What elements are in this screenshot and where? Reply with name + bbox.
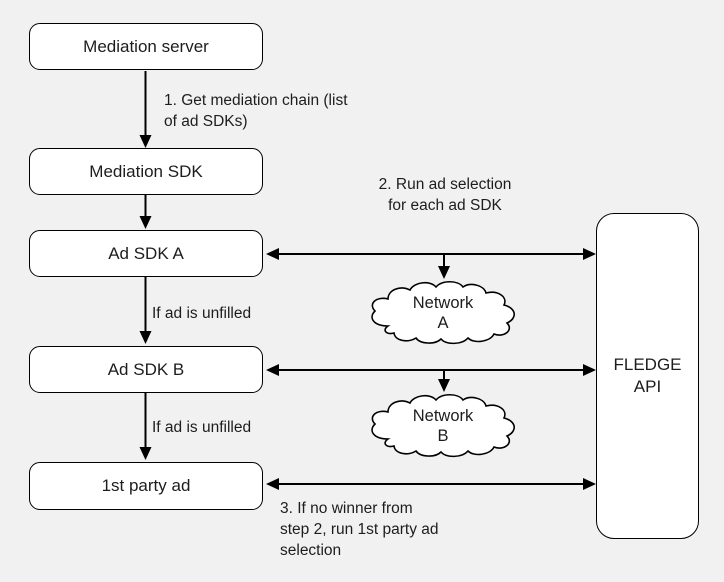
mediation-server-node: Mediation server bbox=[29, 23, 263, 70]
ad-sdk-b-node: Ad SDK B bbox=[29, 346, 263, 393]
arrow-ad-sdk-b-to-first-party-ad bbox=[139, 393, 152, 460]
ad-sdk-a-label: Ad SDK A bbox=[108, 243, 184, 263]
arrow-ad-sdk-b-fledge bbox=[266, 364, 596, 376]
arrow-to-network-b bbox=[438, 371, 450, 392]
arrow-first-party-ad-fledge bbox=[266, 478, 596, 490]
network-a-label: Network A bbox=[412, 294, 474, 332]
unfilled-label-a: If ad is unfilled bbox=[152, 305, 252, 322]
network-b-cloud bbox=[371, 393, 515, 458]
arrow-ad-sdk-a-fledge bbox=[266, 248, 596, 260]
step2-annotation: 2. Run ad selection for each ad SDK bbox=[378, 176, 512, 214]
unfilled-label-b: If ad is unfilled bbox=[152, 419, 252, 436]
fledge-api-label: FLEDGE API bbox=[613, 355, 682, 396]
first-party-ad-label: 1st party ad bbox=[101, 476, 191, 495]
ad-sdk-a-node: Ad SDK A bbox=[29, 230, 263, 277]
step1-annotation: 1. Get mediation chain (list of ad SDKs) bbox=[164, 92, 348, 130]
first-party-ad-node: 1st party ad bbox=[29, 462, 263, 510]
step3-annotation: 3. If no winner from step 2, run 1st par… bbox=[280, 500, 439, 559]
mediation-sdk-node: Mediation SDK bbox=[29, 148, 263, 195]
arrow-mediation-sdk-to-ad-sdk-a bbox=[139, 195, 152, 229]
mediation-sdk-label: Mediation SDK bbox=[89, 161, 203, 181]
network-b-label: Network B bbox=[412, 407, 474, 445]
arrow-server-to-mediation-sdk bbox=[139, 71, 152, 148]
arrow-to-network-a bbox=[438, 255, 450, 279]
ad-sdk-b-label: Ad SDK B bbox=[107, 359, 185, 379]
network-a-cloud bbox=[371, 280, 515, 345]
mediation-server-label: Mediation server bbox=[83, 36, 209, 56]
fledge-api-node: FLEDGE API bbox=[596, 213, 699, 539]
arrow-ad-sdk-a-to-ad-sdk-b bbox=[139, 277, 152, 344]
